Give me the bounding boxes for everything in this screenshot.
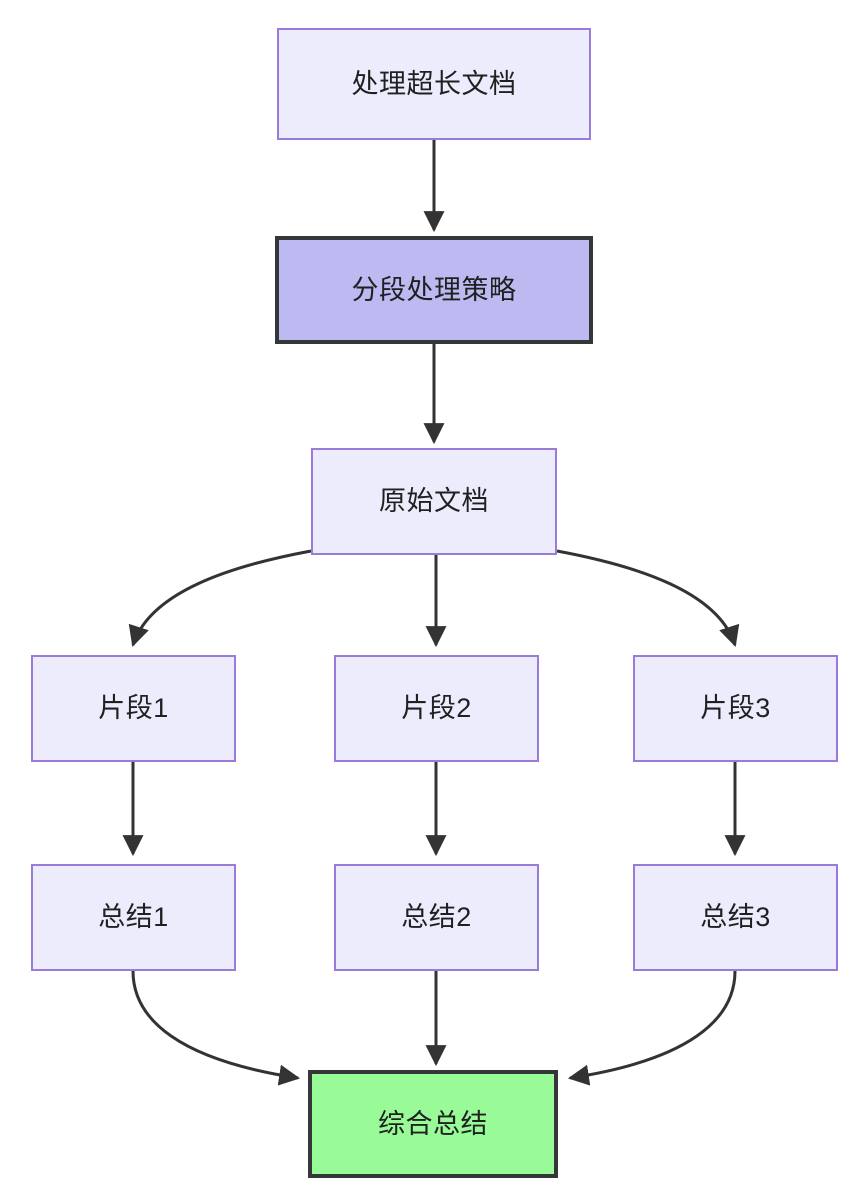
node-label: 片段3 [700, 693, 771, 724]
node-label: 分段处理策略 [351, 274, 517, 305]
node-fragment-1[interactable]: 片段1 [31, 655, 236, 762]
node-summary-1[interactable]: 总结1 [31, 864, 236, 971]
node-label: 总结2 [401, 902, 472, 933]
node-fragment-3[interactable]: 片段3 [633, 655, 838, 762]
node-label: 片段1 [98, 693, 169, 724]
node-summary-2[interactable]: 总结2 [334, 864, 539, 971]
node-summary-3[interactable]: 总结3 [633, 864, 838, 971]
node-label: 总结3 [700, 902, 771, 933]
edge-n3-n4 [128, 549, 312, 647]
edge-n9-n10 [567, 970, 737, 1086]
node-label: 片段2 [401, 693, 472, 724]
node-label: 处理超长文档 [351, 68, 517, 99]
node-original-document[interactable]: 原始文档 [311, 448, 557, 555]
node-label: 综合总结 [378, 1108, 488, 1139]
edge-n3-n6 [556, 549, 740, 647]
node-chunking-strategy[interactable]: 分段处理策略 [275, 236, 593, 344]
edge-n7-n10 [131, 970, 301, 1086]
node-label: 总结1 [98, 902, 169, 933]
node-process-long-document[interactable]: 处理超长文档 [277, 28, 591, 140]
node-label: 原始文档 [379, 486, 489, 517]
node-fragment-2[interactable]: 片段2 [334, 655, 539, 762]
node-combined-summary[interactable]: 综合总结 [308, 1070, 558, 1178]
